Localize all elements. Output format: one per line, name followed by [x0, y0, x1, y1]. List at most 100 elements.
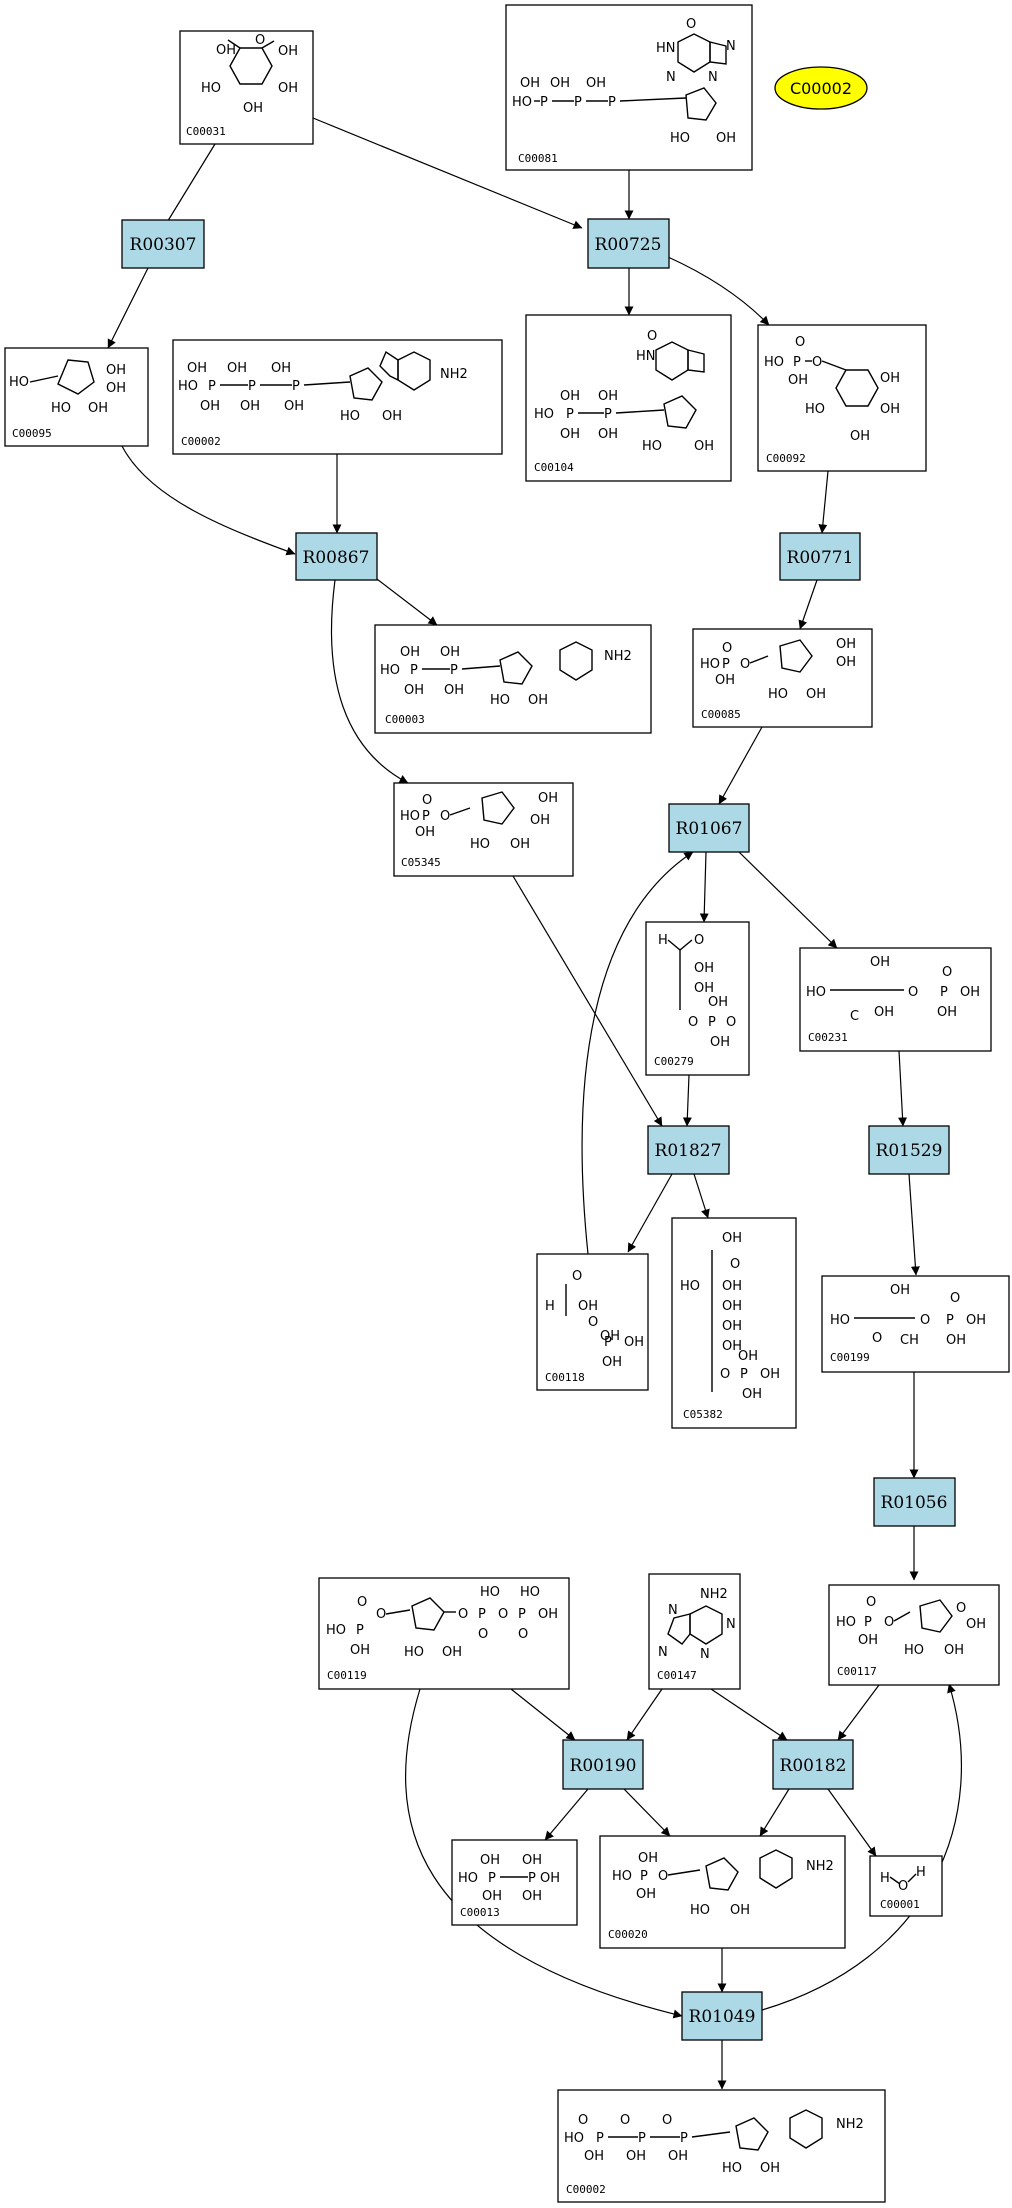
svg-text:HO: HO — [564, 2131, 584, 2146]
svg-text:P: P — [410, 663, 418, 678]
svg-text:OH: OH — [560, 427, 580, 442]
svg-text:P: P — [292, 379, 300, 394]
reaction-r01049[interactable]: R01049 — [681, 1991, 763, 2041]
svg-text:OH: OH — [966, 1313, 986, 1328]
edge-c00031-r00725 — [312, 117, 583, 229]
edge-c00095-r00867 — [121, 445, 296, 556]
svg-text:O: O — [956, 1601, 966, 1616]
svg-text:OH: OH — [946, 1333, 966, 1348]
svg-text:OH: OH — [722, 1231, 742, 1246]
svg-text:OH: OH — [760, 2161, 780, 2176]
reaction-r00725[interactable]: R00725 — [587, 218, 670, 269]
structure-c00001: H O H — [880, 1865, 926, 1894]
compound-id: C00147 — [657, 1669, 697, 1682]
structure-c00002-bottom: O O O HO P P P OH OH OH HO OH NH2 — [564, 2109, 864, 2176]
svg-text:HO: HO — [806, 985, 826, 1000]
compound-c00092[interactable]: O HO P O OH OH HO OH OH C00092 — [757, 324, 927, 472]
svg-text:O: O — [740, 657, 750, 672]
reaction-label: R01067 — [676, 819, 743, 839]
svg-text:O: O — [478, 1627, 488, 1642]
compound-c00081[interactable]: O HN N N N OH OH OH HO P P P HO OH C0008… — [505, 4, 753, 171]
svg-text:O: O — [498, 1607, 508, 1622]
reaction-label: R00867 — [303, 548, 370, 568]
edge-c00119-r00190 — [510, 1688, 576, 1741]
svg-text:OH: OH — [600, 1329, 620, 1344]
compound-c00020[interactable]: OH HO P O OH HO OH NH2 C00020 — [599, 1835, 846, 1949]
svg-text:P: P — [248, 379, 256, 394]
svg-text:OH: OH — [510, 837, 530, 852]
compound-c00002-top[interactable]: OH OH OH HO P P P OH OH OH HO OH NH2 C00… — [172, 339, 503, 455]
svg-text:OH: OH — [538, 1607, 558, 1622]
reaction-r01067[interactable]: R01067 — [668, 803, 750, 853]
svg-text:HO: HO — [830, 1313, 850, 1328]
reaction-r00190[interactable]: R00190 — [562, 1739, 644, 1790]
highlight-label: C00002 — [790, 79, 852, 98]
reaction-r01827[interactable]: R01827 — [647, 1125, 730, 1175]
structure-c00003: OH OH HO P P OH OH HO OH NH2 — [380, 641, 632, 708]
structure-c00092: O HO P O OH OH HO OH OH — [764, 335, 900, 444]
compound-c00031[interactable]: OH O OH HO OH OH C00031 — [179, 30, 314, 145]
reaction-r01056[interactable]: R01056 — [873, 1477, 956, 1527]
compound-c00147[interactable]: NH2 N N N N C00147 — [648, 1573, 741, 1690]
svg-text:OH: OH — [271, 361, 291, 376]
edge-r00182-c00020 — [759, 1788, 790, 1837]
svg-text:NH2: NH2 — [700, 1587, 728, 1602]
compound-c00199[interactable]: OH O HO O P OH O OH CH C00199 — [821, 1275, 1010, 1373]
reaction-r00867[interactable]: R00867 — [295, 532, 378, 581]
compound-c05382[interactable]: OH O HO OH OH OH OH OH O P OH OH C05382 — [671, 1217, 797, 1429]
svg-text:O: O — [950, 1291, 960, 1306]
reaction-r00182[interactable]: R00182 — [772, 1739, 854, 1790]
compound-c00279[interactable]: H O OH OH OH O P O OH C00279 — [645, 921, 750, 1076]
structure-c05345: O HO P O OH OH OH HO OH — [400, 791, 558, 852]
structure-c00231: OH O HO O P OH OH C OH — [806, 955, 980, 1024]
compound-c00013[interactable]: OH OH HO P P OH OH OH C00013 — [451, 1839, 578, 1926]
reaction-r01529[interactable]: R01529 — [868, 1125, 950, 1175]
svg-text:HO: HO — [400, 809, 420, 824]
edge-r00307-c00095 — [107, 267, 149, 349]
compound-c00117[interactable]: O HO P O OH O OH HO OH C00117 — [828, 1584, 1000, 1686]
edge-c00279-r01827 — [682, 1074, 692, 1127]
edge-r00182-c00001 — [827, 1788, 877, 1857]
svg-text:HO: HO — [178, 379, 198, 394]
compound-id: C05382 — [683, 1408, 723, 1421]
compound-id: C00104 — [534, 461, 574, 474]
compound-c00095[interactable]: HO OH OH HO OH C00095 — [4, 347, 149, 447]
reaction-r00307[interactable]: R00307 — [121, 219, 205, 269]
svg-text:P: P — [574, 95, 582, 110]
svg-text:O: O — [694, 933, 704, 948]
highlight-ellipse[interactable]: C00002 — [774, 66, 868, 110]
compound-c00119[interactable]: O HO P O OH O HO P O HO P OH O O HO OH C… — [318, 1577, 570, 1690]
compound-c00118[interactable]: O H OH O OH P OH OH C00118 — [536, 1253, 649, 1391]
compound-c05345[interactable]: O HO P O OH OH OH HO OH C05345 — [393, 782, 574, 877]
svg-text:HO: HO — [642, 439, 662, 454]
compound-c00003[interactable]: OH OH HO P P OH OH HO OH NH2 C00003 — [374, 624, 652, 734]
svg-text:O: O — [518, 1627, 528, 1642]
svg-text:N: N — [726, 39, 736, 54]
compound-c00001[interactable]: H O H C00001 — [869, 1855, 943, 1917]
svg-text:HO: HO — [9, 375, 29, 390]
svg-text:O: O — [898, 1879, 908, 1894]
svg-text:HO: HO — [764, 355, 784, 370]
svg-text:OH: OH — [760, 1367, 780, 1382]
reaction-r00771[interactable]: R00771 — [779, 532, 861, 581]
compound-c00085[interactable]: O HO P O OH OH OH HO OH C00085 — [692, 628, 873, 728]
compound-c00231[interactable]: OH O HO O P OH OH C OH C00231 — [799, 947, 992, 1052]
reaction-label: R00771 — [787, 548, 854, 568]
reaction-label: R00725 — [595, 235, 662, 255]
svg-text:OH: OH — [216, 43, 236, 58]
svg-text:N: N — [666, 70, 676, 85]
svg-text:HO: HO — [340, 409, 360, 424]
reaction-label: R00190 — [570, 1756, 637, 1776]
svg-text:O: O — [376, 1607, 386, 1622]
compound-c00104[interactable]: O HN OH OH HO P P OH OH HO OH C00104 — [525, 314, 732, 482]
compound-id: C00020 — [608, 1928, 648, 1941]
reaction-label: R01529 — [876, 1141, 943, 1161]
compound-c00002-bottom[interactable]: O O O HO P P P OH OH OH HO OH NH2 C00002 — [557, 2089, 886, 2203]
svg-text:P: P — [864, 1615, 872, 1630]
compound-id: C00013 — [460, 1906, 500, 1919]
svg-text:OH: OH — [540, 1871, 560, 1886]
structure-c05382: OH O HO OH OH OH OH OH O P OH OH — [680, 1231, 780, 1402]
svg-text:HO: HO — [470, 837, 490, 852]
svg-text:HO: HO — [722, 2161, 742, 2176]
